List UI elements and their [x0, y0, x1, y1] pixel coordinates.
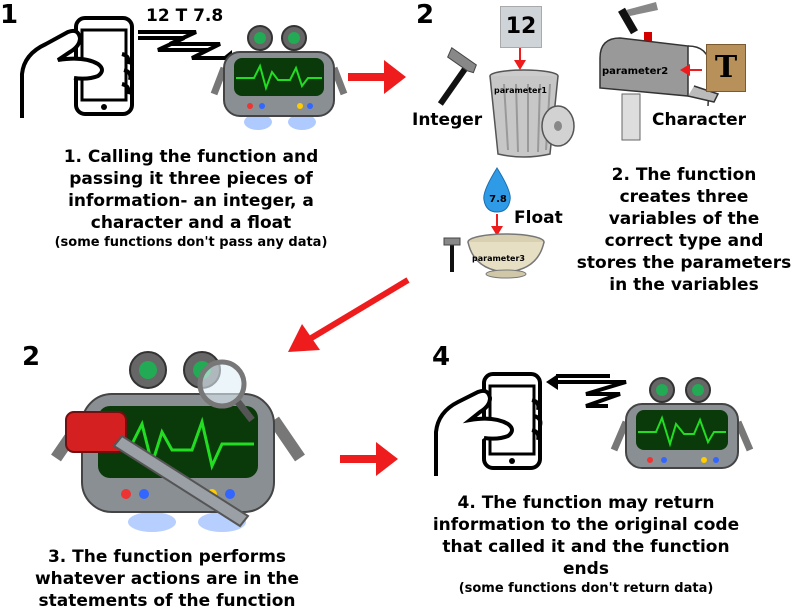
step-4-number: 4 — [432, 342, 451, 372]
water-drop-icon — [483, 167, 511, 213]
step-2-caption: 2. The function creates three variables … — [576, 165, 792, 295]
hammer-icon — [437, 46, 477, 106]
step-1-caption: 1. Calling the function and passing it t… — [54, 147, 328, 250]
character-label: Character — [652, 110, 747, 130]
magnifying-glass-icon — [197, 359, 255, 423]
integer-down-arrow — [514, 48, 526, 70]
trash-can-icon — [489, 69, 575, 158]
parameter2-label: parameter2 — [602, 66, 669, 77]
parameter3-label: parameter3 — [472, 254, 525, 263]
character-left-arrow — [680, 64, 702, 76]
integer-value-card: 12 — [500, 6, 542, 48]
return-signal-lightning-icon — [546, 374, 627, 408]
float-value: 7.8 — [489, 194, 507, 205]
robot-working-icon — [51, 351, 305, 532]
robot-return-icon — [610, 377, 754, 469]
step-3-caption: 3. The function performs whatever action… — [34, 547, 300, 611]
character-value-card: T — [706, 44, 746, 92]
passed-values: 12 T 7.8 — [146, 6, 224, 26]
float-label: Float — [514, 208, 563, 228]
parameter1-label: parameter1 — [494, 86, 547, 95]
mailbox-icon — [599, 2, 720, 141]
step-3-number: 2 — [22, 342, 41, 372]
flow-arrow-diagonal — [288, 277, 410, 352]
chainsaw-icon — [65, 411, 250, 528]
flow-arrow-right-2 — [340, 442, 398, 476]
step-2-number: 2 — [416, 0, 435, 30]
robot-function-icon — [210, 25, 348, 130]
step-4-caption: 4. The function may return information t… — [432, 493, 740, 596]
hand-phone-icon — [20, 16, 134, 118]
step-1-number: 1 — [0, 0, 19, 30]
bowl-icon — [467, 233, 545, 279]
flow-arrow-right-1 — [348, 60, 406, 94]
small-hammer-icon — [443, 237, 461, 272]
float-down-arrow — [491, 214, 503, 236]
hand-phone-return-icon — [434, 372, 543, 476]
integer-label: Integer — [412, 110, 483, 130]
